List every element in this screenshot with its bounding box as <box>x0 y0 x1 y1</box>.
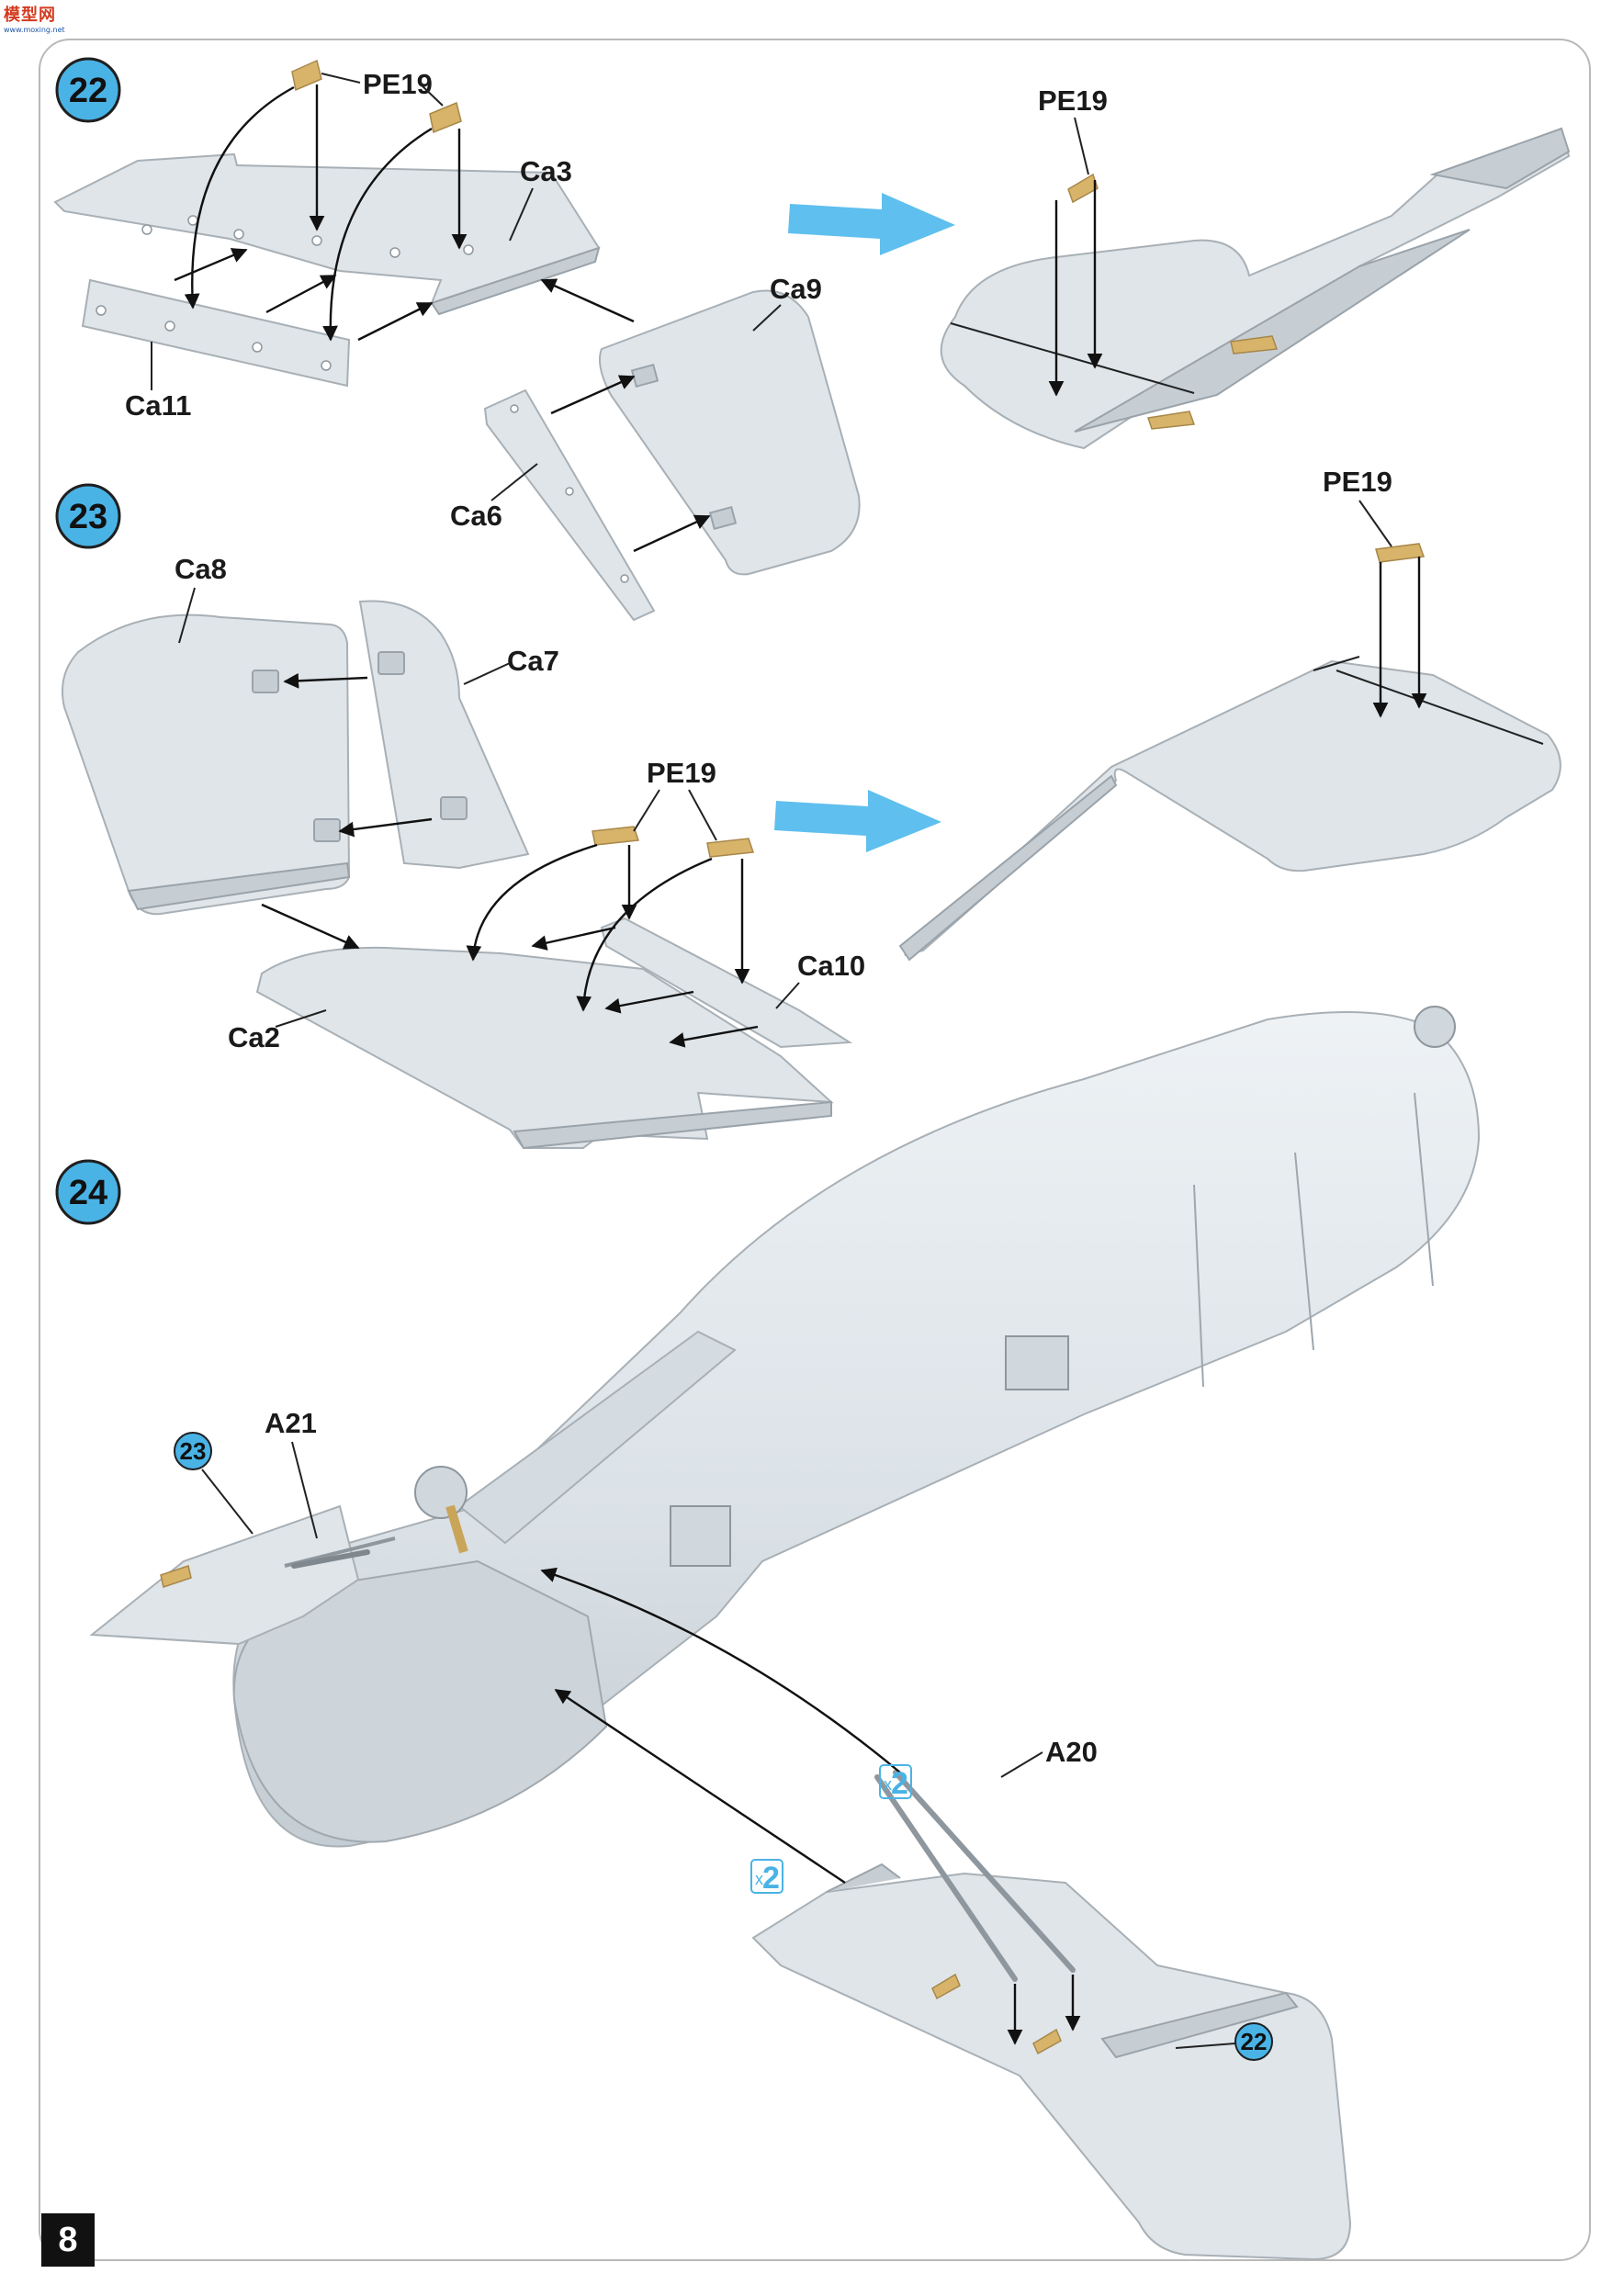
part-ca7 <box>358 600 530 870</box>
result-assembly-22 <box>940 127 1571 450</box>
arrow <box>540 1567 901 1773</box>
leader-line <box>775 982 800 1009</box>
arrow <box>550 375 636 415</box>
label-pe19-result-23: PE19 <box>1323 466 1392 498</box>
arrow <box>283 672 368 689</box>
label-ca2: Ca2 <box>228 1021 280 1053</box>
site-logo: 模型网 www.moxing.net <box>4 2 65 34</box>
label-a20: A20 <box>1045 1736 1098 1768</box>
label-ca9: Ca9 <box>770 273 822 305</box>
part-ca2 <box>255 946 834 1150</box>
strut-a20 <box>874 1770 1076 1982</box>
tailplane-left <box>89 1504 396 1646</box>
step-24: 24 <box>55 1006 1481 2261</box>
tailplane-right <box>751 1863 1352 2261</box>
pe19-part <box>706 838 755 858</box>
arrow <box>576 857 713 1012</box>
leader-line <box>1000 1751 1043 1778</box>
page-number-box: 8 <box>41 2213 95 2267</box>
pe19-part <box>592 826 640 846</box>
part-ca3 <box>53 152 601 316</box>
leader-line <box>1358 500 1392 547</box>
quantity-marker-a20: x 2 <box>879 1764 912 1801</box>
part-ca11 <box>81 278 351 388</box>
leader-line <box>752 304 782 332</box>
leader-line <box>490 463 538 501</box>
arrow <box>604 990 694 1014</box>
leader-line <box>321 73 444 107</box>
arrow <box>174 248 248 282</box>
part-ca9 <box>599 289 861 576</box>
label-a21: A21 <box>265 1407 317 1439</box>
label-pe19-result-22: PE19 <box>1038 84 1108 117</box>
arrow <box>669 1025 759 1048</box>
logo-subtext: www.moxing.net <box>4 26 65 34</box>
arrow <box>184 85 295 310</box>
strut-a21 <box>291 1549 370 1569</box>
step-24-badge: 24 <box>55 1159 121 1225</box>
leader-line <box>178 587 196 644</box>
pe19-part <box>291 59 322 92</box>
leader-line <box>633 789 717 841</box>
qty-prefix: x <box>884 1775 892 1794</box>
qty-value: 2 <box>762 1861 780 1896</box>
leader-line <box>275 1009 327 1028</box>
arrow <box>322 127 433 342</box>
logo-text: 模型网 <box>4 6 56 25</box>
step-23-number: 23 <box>69 498 107 536</box>
label-ca7: Ca7 <box>507 645 559 677</box>
step-22-badge: 22 <box>55 57 121 123</box>
label-pe19: PE19 <box>363 68 433 100</box>
step-22-number: 22 <box>69 72 107 110</box>
quantity-marker-tailplane: x 2 <box>750 1859 783 1896</box>
qty-value: 2 <box>891 1766 908 1801</box>
arrow <box>466 843 598 962</box>
label-ca3: Ca3 <box>520 155 572 187</box>
direction-arrow <box>788 193 955 255</box>
leader-line <box>291 1441 318 1539</box>
arrow <box>338 817 433 838</box>
part-ca6 <box>483 388 656 622</box>
leader-line <box>509 187 534 242</box>
page-frame <box>39 39 1591 2261</box>
arrow <box>540 278 635 323</box>
leader-line <box>463 662 511 685</box>
pe19-part <box>429 101 462 134</box>
step-ref-23: 23 <box>174 1432 254 1535</box>
ref-22-number: 22 <box>1241 2028 1268 2055</box>
step-ref-22: 22 <box>1175 2022 1273 2061</box>
step-23-badge: 23 <box>55 483 121 549</box>
direction-arrow <box>774 790 941 852</box>
arrow <box>531 926 616 951</box>
arrow <box>265 274 337 314</box>
result-assembly-23 <box>898 543 1561 962</box>
label-ca8: Ca8 <box>175 553 227 585</box>
fuselage <box>232 1006 1481 1848</box>
qty-prefix: x <box>755 1870 763 1888</box>
arrow <box>261 903 360 950</box>
arrow <box>554 1689 846 1884</box>
part-ca8 <box>61 613 351 916</box>
label-ca6: Ca6 <box>450 500 502 532</box>
leader-line <box>1074 117 1089 175</box>
page-number: 8 <box>58 2221 78 2259</box>
ref-23-number: 23 <box>180 1437 207 1465</box>
arrow <box>357 301 434 342</box>
arrow <box>633 514 711 553</box>
label-ca11: Ca11 <box>125 389 191 422</box>
step-23: 23 <box>55 466 1561 1150</box>
step-22: 22 <box>53 57 1571 622</box>
label-pe19: PE19 <box>647 757 716 789</box>
label-ca10: Ca10 <box>797 950 865 982</box>
step-24-number: 24 <box>69 1174 107 1212</box>
